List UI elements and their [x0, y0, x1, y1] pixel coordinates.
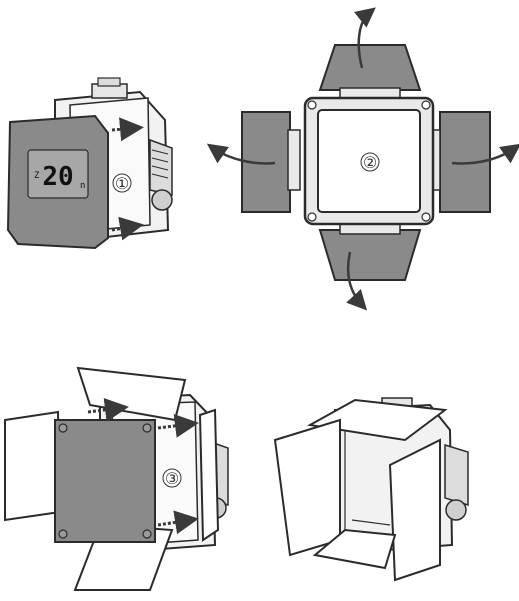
lcd-screen — [27, 149, 89, 199]
slide-arrow-icon — [111, 117, 144, 142]
step2-label: ② — [363, 153, 377, 172]
step3-label: ③ — [165, 469, 179, 488]
slide-arrow-icon — [157, 510, 199, 535]
rotate-arrow-icon — [353, 7, 376, 69]
top-flap — [318, 44, 422, 91]
final-right-flap — [388, 438, 441, 582]
lcd-value: 20 — [42, 162, 73, 192]
bottom-flap — [318, 229, 422, 281]
rotate-arrow-icon — [451, 143, 519, 165]
left-flap-open — [4, 410, 62, 522]
left-flap — [241, 111, 291, 213]
step3-attach-assembly: ③ — [4, 366, 229, 591]
step1-label: ① — [115, 174, 129, 193]
step1-light-assembly: 20 Z n ① — [6, 77, 173, 250]
rotate-arrow-icon — [346, 251, 368, 311]
final-top-flap — [306, 398, 448, 442]
step2-barn-door-frame: ② — [206, 7, 519, 311]
slide-arrow-icon — [157, 413, 199, 438]
final-assembled-light — [273, 397, 469, 582]
slide-arrow-icon — [111, 216, 144, 241]
slide-arrow-icon — [87, 397, 129, 422]
final-bottom-flap — [312, 528, 397, 570]
rotate-arrow-icon — [206, 143, 276, 165]
front-plate — [54, 419, 156, 543]
lcd-right-mark: n — [80, 181, 85, 191]
lcd-left-mark: Z — [34, 171, 40, 181]
final-left-flap — [273, 418, 341, 557]
